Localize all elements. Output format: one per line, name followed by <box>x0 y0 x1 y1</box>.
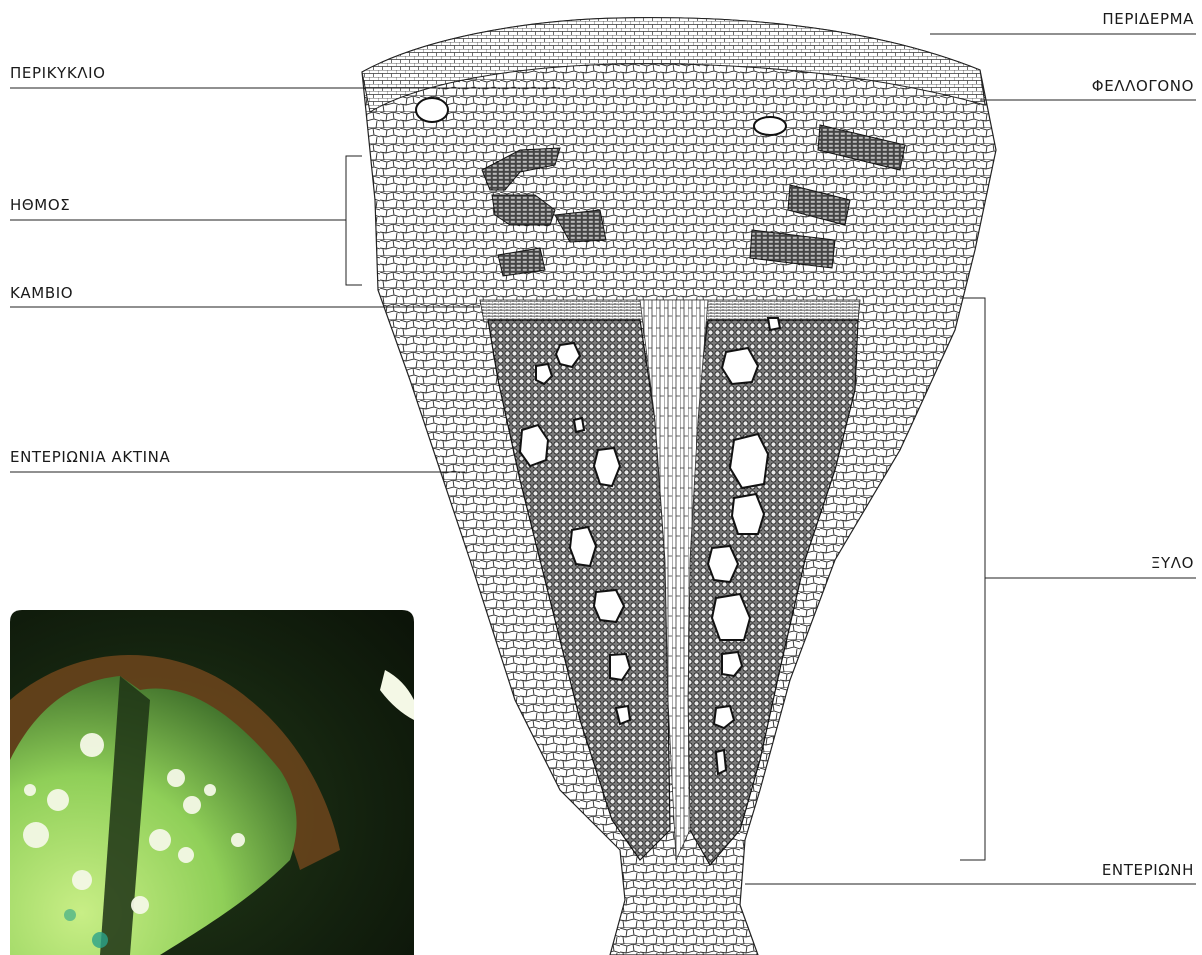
label-kamvio: ΚΑΜΒΙΟ <box>10 284 73 302</box>
resin-canal-right <box>754 117 786 135</box>
bracket-xylo <box>960 298 985 860</box>
xylem-wedge-right <box>688 320 858 865</box>
label-periderma: ΠΕΡΙΔΕΡΜΑ <box>1102 10 1194 28</box>
label-ithmos: ΗΘΜΟΣ <box>10 196 70 214</box>
label-fellogono: ΦΕΛΛΟΓΟΝΟ <box>1092 77 1194 95</box>
label-enterioni: ΕΝΤΕΡΙΩΝΗ <box>1102 861 1194 879</box>
label-enterionia-aktina: ΕΝΤΕΡΙΩΝΙΑ ΑΚΤΙΝΑ <box>10 448 170 466</box>
label-perikyklio: ΠΕΡΙΚΥΚΛΙΟ <box>10 64 106 82</box>
label-xylo: ΞΥΛΟ <box>1151 554 1194 572</box>
stem-cross-section <box>362 18 996 955</box>
micrograph-photo <box>10 610 414 955</box>
bracket-ithmos <box>346 156 362 285</box>
resin-canal-left <box>416 98 448 122</box>
